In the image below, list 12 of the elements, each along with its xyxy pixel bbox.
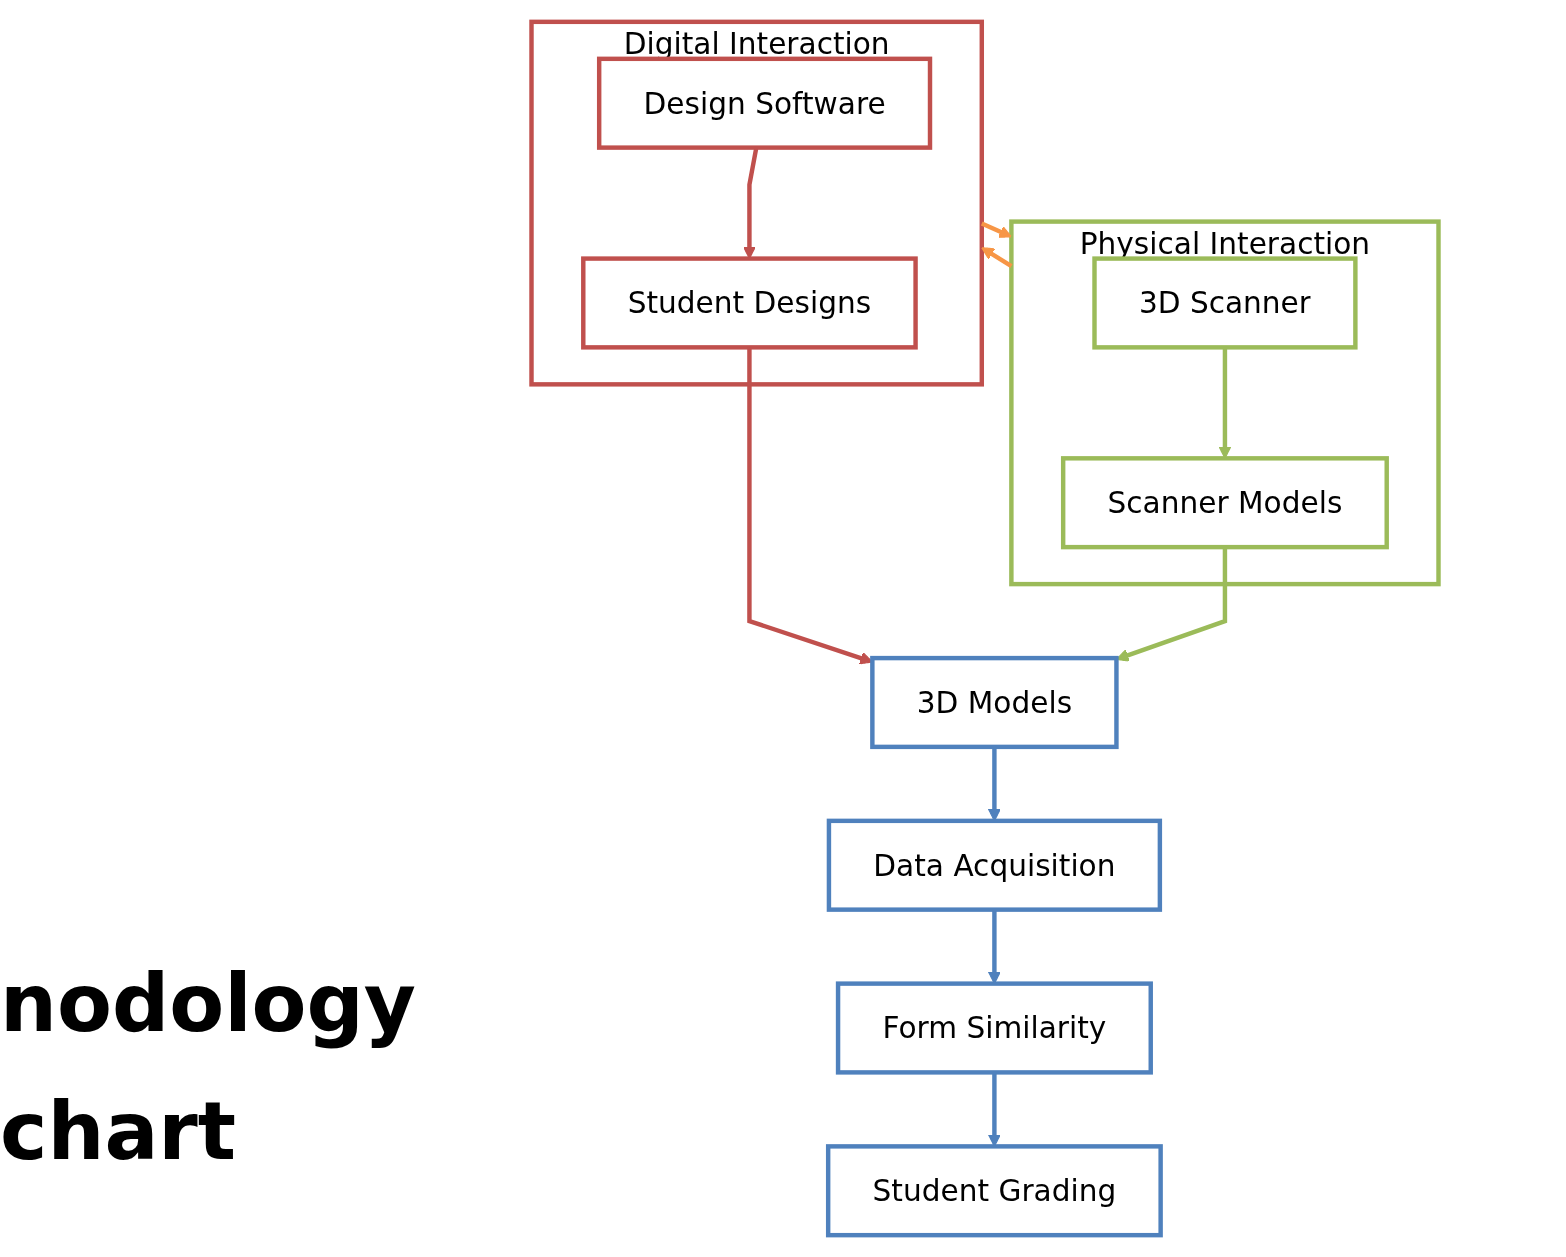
node-box: Scanner Models [1060,456,1389,550]
node-box: Data Acquisition [826,818,1163,912]
node-box: Form Similarity [835,981,1153,1075]
node-box: 3D Models [870,655,1119,750]
node-box: 3D Scanner [1092,256,1358,350]
title-text-fragment: chart [0,1084,238,1180]
node-box: Student Grading [825,1144,1163,1238]
node-box: Design Software [596,56,933,150]
title-text-fragment: nodology [0,956,416,1052]
node-box: Student Designs [581,256,918,350]
arrow [980,221,1012,238]
arrow [981,247,1013,269]
